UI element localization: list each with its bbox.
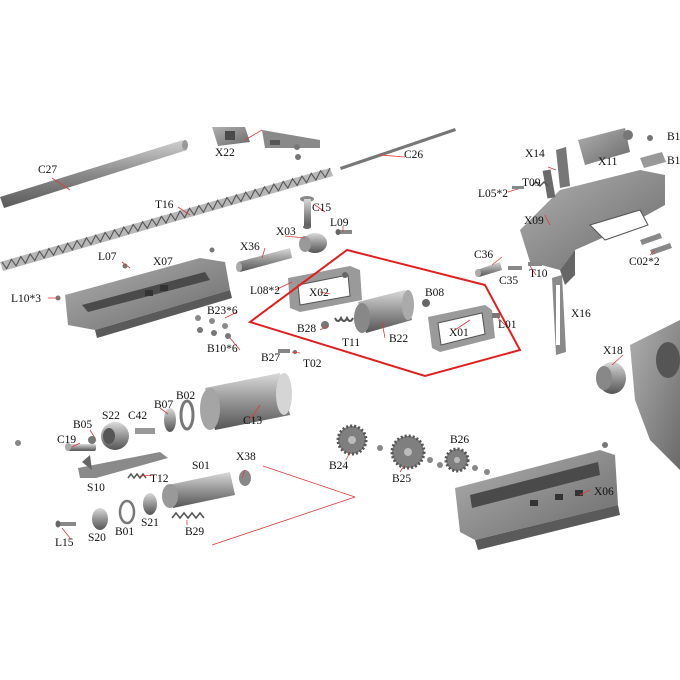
b25-gear — [390, 434, 426, 470]
label-s01: S01 — [192, 460, 210, 472]
label-b07: B07 — [154, 399, 174, 411]
label-x01: X01 — [449, 327, 469, 339]
x07-housing — [55, 247, 232, 338]
label-c15: C15 — [312, 202, 332, 214]
x11-part — [578, 128, 633, 165]
label-l08: L08*2 — [250, 285, 281, 297]
b28-t11-parts — [321, 315, 354, 329]
b22-motor — [354, 290, 414, 333]
label-x11: X11 — [598, 156, 618, 168]
label-c02: C02*2 — [629, 256, 660, 268]
label-c19: C19 — [57, 434, 77, 446]
label-b29: B29 — [185, 526, 205, 538]
label-c35: C35 — [499, 275, 519, 287]
label-b24: B24 — [329, 460, 349, 472]
label-b28: B28 — [297, 323, 317, 335]
c26-rod — [340, 128, 456, 170]
label-x07: X07 — [153, 256, 173, 268]
label-c27: C27 — [38, 164, 58, 176]
c02-pins — [640, 233, 672, 255]
b29-spring — [171, 511, 205, 520]
label-s20: S20 — [88, 532, 106, 544]
t16-spring — [0, 167, 333, 271]
loose-pin — [15, 440, 21, 446]
label-c13: C13 — [243, 415, 263, 427]
label-x14: X14 — [525, 148, 545, 160]
x22-part — [212, 127, 320, 160]
label-b02: B02 — [176, 390, 196, 402]
label-b1-mid: B1 — [667, 155, 680, 167]
label-x09: X09 — [524, 215, 544, 227]
label-b10: B10*6 — [207, 343, 238, 355]
x14-lever — [556, 147, 570, 188]
gear-bearings — [377, 445, 490, 475]
s22-c42-parts — [101, 422, 155, 450]
b23-b10-bits — [195, 315, 231, 339]
b08-ring — [422, 299, 430, 307]
label-c42: C42 — [128, 410, 148, 422]
label-t02: T02 — [303, 358, 322, 370]
t12-spring — [127, 472, 147, 480]
x18-part — [596, 320, 680, 470]
label-b23: B23*6 — [207, 305, 238, 317]
c36-t10-c35-parts — [475, 262, 542, 277]
label-b25: B25 — [392, 473, 412, 485]
label-c36: C36 — [474, 249, 494, 261]
label-l10: L10*3 — [11, 293, 42, 305]
l15-screw — [55, 520, 76, 528]
highlight-box — [247, 248, 522, 378]
label-l15: L15 — [55, 537, 74, 549]
label-x16: X16 — [571, 308, 591, 320]
label-s21: S21 — [141, 517, 159, 529]
label-b01: B01 — [115, 526, 135, 538]
label-t10: T10 — [529, 268, 548, 280]
label-b22: B22 — [389, 333, 409, 345]
label-b26: B26 — [450, 434, 470, 446]
label-l01: L01 — [498, 319, 517, 331]
b24-gear — [336, 424, 368, 456]
c15-pin — [300, 196, 314, 229]
label-l09: L09 — [330, 217, 349, 229]
leader-lines — [48, 129, 656, 546]
x06-gearbox-shell — [455, 442, 620, 550]
label-x18: X18 — [603, 345, 623, 357]
x09-frame — [520, 169, 665, 285]
label-s22: S22 — [102, 410, 120, 422]
label-t09: T09 — [522, 177, 541, 189]
label-t16: T16 — [155, 199, 174, 211]
label-x06: X06 — [594, 486, 614, 498]
x01-frame — [428, 305, 500, 352]
c13-cylinder — [200, 373, 292, 430]
label-x38: X38 — [236, 451, 256, 463]
label-b05: B05 — [73, 419, 93, 431]
s10-plate — [78, 452, 168, 478]
b1-items — [640, 135, 666, 168]
x02-frame — [288, 266, 362, 312]
label-b27: B27 — [261, 352, 281, 364]
label-l07: L07 — [98, 251, 117, 263]
b02-b07-rings — [164, 399, 195, 432]
label-b08: B08 — [425, 287, 445, 299]
label-l05: L05*2 — [478, 188, 509, 200]
label-t12: T12 — [150, 473, 169, 485]
l09-screw — [335, 229, 352, 235]
b27-t02-bits — [278, 349, 297, 354]
x16-strip — [552, 275, 566, 355]
s01-cylinder — [162, 470, 251, 508]
label-b1-top: B1 — [667, 131, 680, 143]
label-c26: C26 — [404, 149, 424, 161]
label-s10: S10 — [87, 482, 105, 494]
x36-x03-parts — [236, 233, 327, 272]
label-t11: T11 — [342, 337, 361, 349]
label-x36: X36 — [240, 241, 260, 253]
label-x22: X22 — [215, 147, 235, 159]
label-x03: X03 — [276, 226, 296, 238]
s20-b01-s21-parts — [92, 493, 157, 530]
label-x02: X02 — [309, 287, 329, 299]
c27-guide-rod — [0, 140, 188, 208]
b26-gear — [444, 447, 470, 473]
t09-l05-parts — [512, 180, 549, 189]
